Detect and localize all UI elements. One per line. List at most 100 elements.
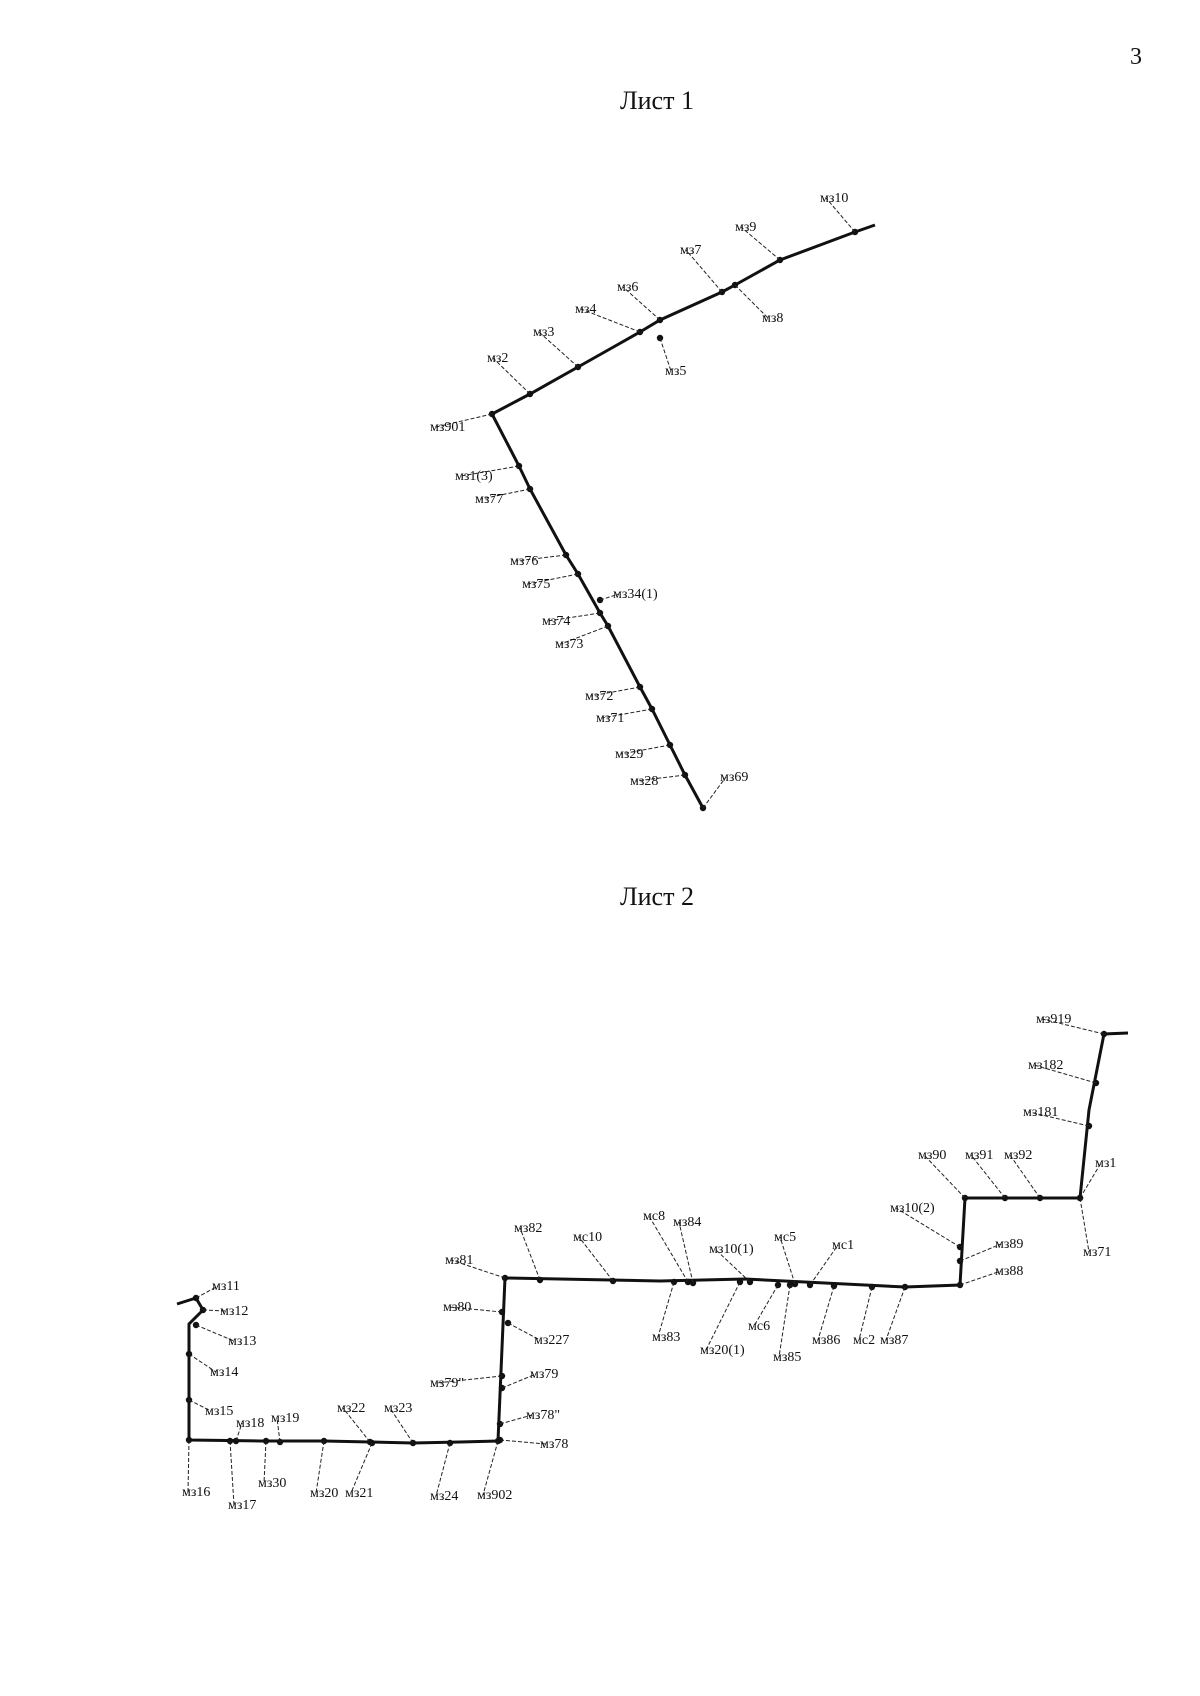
leader-line — [507, 1322, 541, 1341]
survey-point-label: мз10(2) — [890, 1201, 935, 1216]
leader-line — [460, 465, 520, 477]
leader-line — [499, 1439, 547, 1445]
leader-line — [923, 1154, 966, 1199]
sheet-1-route-line — [489, 223, 876, 809]
leader-line — [858, 1286, 873, 1341]
survey-point-label: мз20 — [310, 1486, 338, 1501]
leader-line — [1028, 1111, 1090, 1127]
survey-point-label: мс2 — [853, 1333, 875, 1348]
survey-point-label: мз76 — [510, 554, 538, 569]
survey-point-label: мз8 — [762, 311, 783, 326]
leader-line — [188, 1353, 217, 1373]
survey-point-label: мз919 — [1036, 1012, 1071, 1027]
leader-line — [779, 1236, 796, 1285]
survey-point-label: мз29 — [615, 747, 643, 762]
leader-line — [809, 1244, 839, 1286]
leader-line — [188, 1399, 212, 1412]
leader-line — [276, 1417, 281, 1443]
survey-point-label: мз86 — [812, 1333, 840, 1348]
survey-point-label: мз87 — [880, 1333, 908, 1348]
survey-point-label: мз79 — [530, 1367, 558, 1382]
leader-line — [315, 1440, 325, 1494]
leader-line — [635, 774, 686, 782]
leader-line — [187, 1439, 190, 1493]
survey-point-label: мз15 — [205, 1404, 233, 1419]
leader-line — [229, 1440, 235, 1506]
leader-line — [342, 1407, 371, 1443]
leader-line — [959, 1243, 1002, 1262]
leader-line — [705, 1281, 741, 1351]
leader-line — [702, 776, 727, 809]
leader-line — [885, 1286, 906, 1341]
leader-line — [263, 1440, 267, 1484]
survey-point-label: мз73 — [555, 637, 583, 652]
survey-point-label: мз227 — [534, 1333, 569, 1348]
survey-point-label: мз4 — [575, 302, 596, 317]
survey-point-label: мз74 — [542, 614, 570, 629]
leader-line — [734, 284, 769, 319]
survey-point-label: мс10 — [573, 1230, 602, 1245]
survey-point-label: мз20(1) — [700, 1343, 745, 1358]
leader-line — [580, 308, 641, 333]
leader-line — [740, 226, 781, 261]
survey-point-label: мз91 — [965, 1148, 993, 1163]
survey-point-label: мз12 — [220, 1304, 248, 1319]
survey-point-label: мз78 — [540, 1437, 568, 1452]
survey-point-label: мз9 — [735, 220, 756, 235]
leader-line — [538, 331, 579, 368]
survey-point-label: мз71 — [596, 711, 624, 726]
survey-point-label: мз3 — [533, 325, 554, 340]
leader-line — [753, 1284, 779, 1327]
survey-point-label: мз14 — [210, 1365, 238, 1380]
survey-point-label: мз30 — [258, 1476, 286, 1491]
leader-line — [448, 1306, 503, 1313]
survey-point-label: мз17 — [228, 1498, 256, 1513]
survey-point-label: мз78" — [526, 1408, 560, 1423]
survey-point-label: мз34(1) — [613, 587, 658, 602]
survey-point-label: мз23 — [384, 1401, 412, 1416]
survey-point-label: мз88 — [995, 1264, 1023, 1279]
leader-line — [1009, 1154, 1041, 1199]
survey-point-label: мз5 — [665, 364, 686, 379]
leader-line — [678, 1221, 694, 1284]
leader-line — [895, 1207, 961, 1248]
leader-line — [501, 1373, 537, 1389]
sheet-2-route-line — [176, 1031, 1129, 1445]
survey-point-label: мз7 — [680, 243, 701, 258]
survey-point-label: мз28 — [630, 774, 658, 789]
leader-line — [560, 625, 609, 645]
survey-point-label: мз85 — [773, 1350, 801, 1365]
survey-point-label: мз2 — [487, 351, 508, 366]
survey-point-label: мс1 — [832, 1238, 854, 1253]
point-labels: мз10мз9мз7мз8мз6мз4мз5мз3мз2мз901мз1(3)м… — [182, 191, 1116, 1513]
leader-line — [389, 1407, 414, 1444]
leader-line — [599, 593, 620, 601]
survey-point-label: мз80 — [443, 1300, 471, 1315]
leader-line — [714, 1248, 751, 1283]
leader-line — [959, 1270, 1002, 1286]
leader-line — [527, 573, 579, 585]
leader-line — [1033, 1064, 1097, 1084]
survey-point-label: мз16 — [182, 1485, 210, 1500]
survey-point-label: мз13 — [228, 1334, 256, 1349]
leader-line — [970, 1154, 1006, 1199]
leader-line — [648, 1215, 689, 1283]
leader-line — [825, 197, 856, 233]
survey-point-label: мз21 — [345, 1486, 373, 1501]
page-number: 3 — [1130, 44, 1142, 70]
survey-point-label: мз82 — [514, 1221, 542, 1236]
survey-point-label: мз182 — [1028, 1058, 1063, 1073]
survey-point-label: мс6 — [748, 1319, 770, 1334]
leader-line — [590, 686, 641, 697]
leader-line — [482, 1440, 499, 1496]
leader-line — [450, 1259, 506, 1279]
survey-point-label: мз901 — [430, 420, 465, 435]
survey-point-label: мз75 — [522, 577, 550, 592]
leader-line — [817, 1285, 835, 1341]
survey-point-label: мз10(1) — [709, 1242, 754, 1257]
survey-point-label: мз77 — [475, 492, 503, 507]
leader-line — [1041, 1018, 1105, 1035]
survey-point-label: мз181 — [1023, 1105, 1058, 1120]
leader-line — [515, 554, 567, 562]
